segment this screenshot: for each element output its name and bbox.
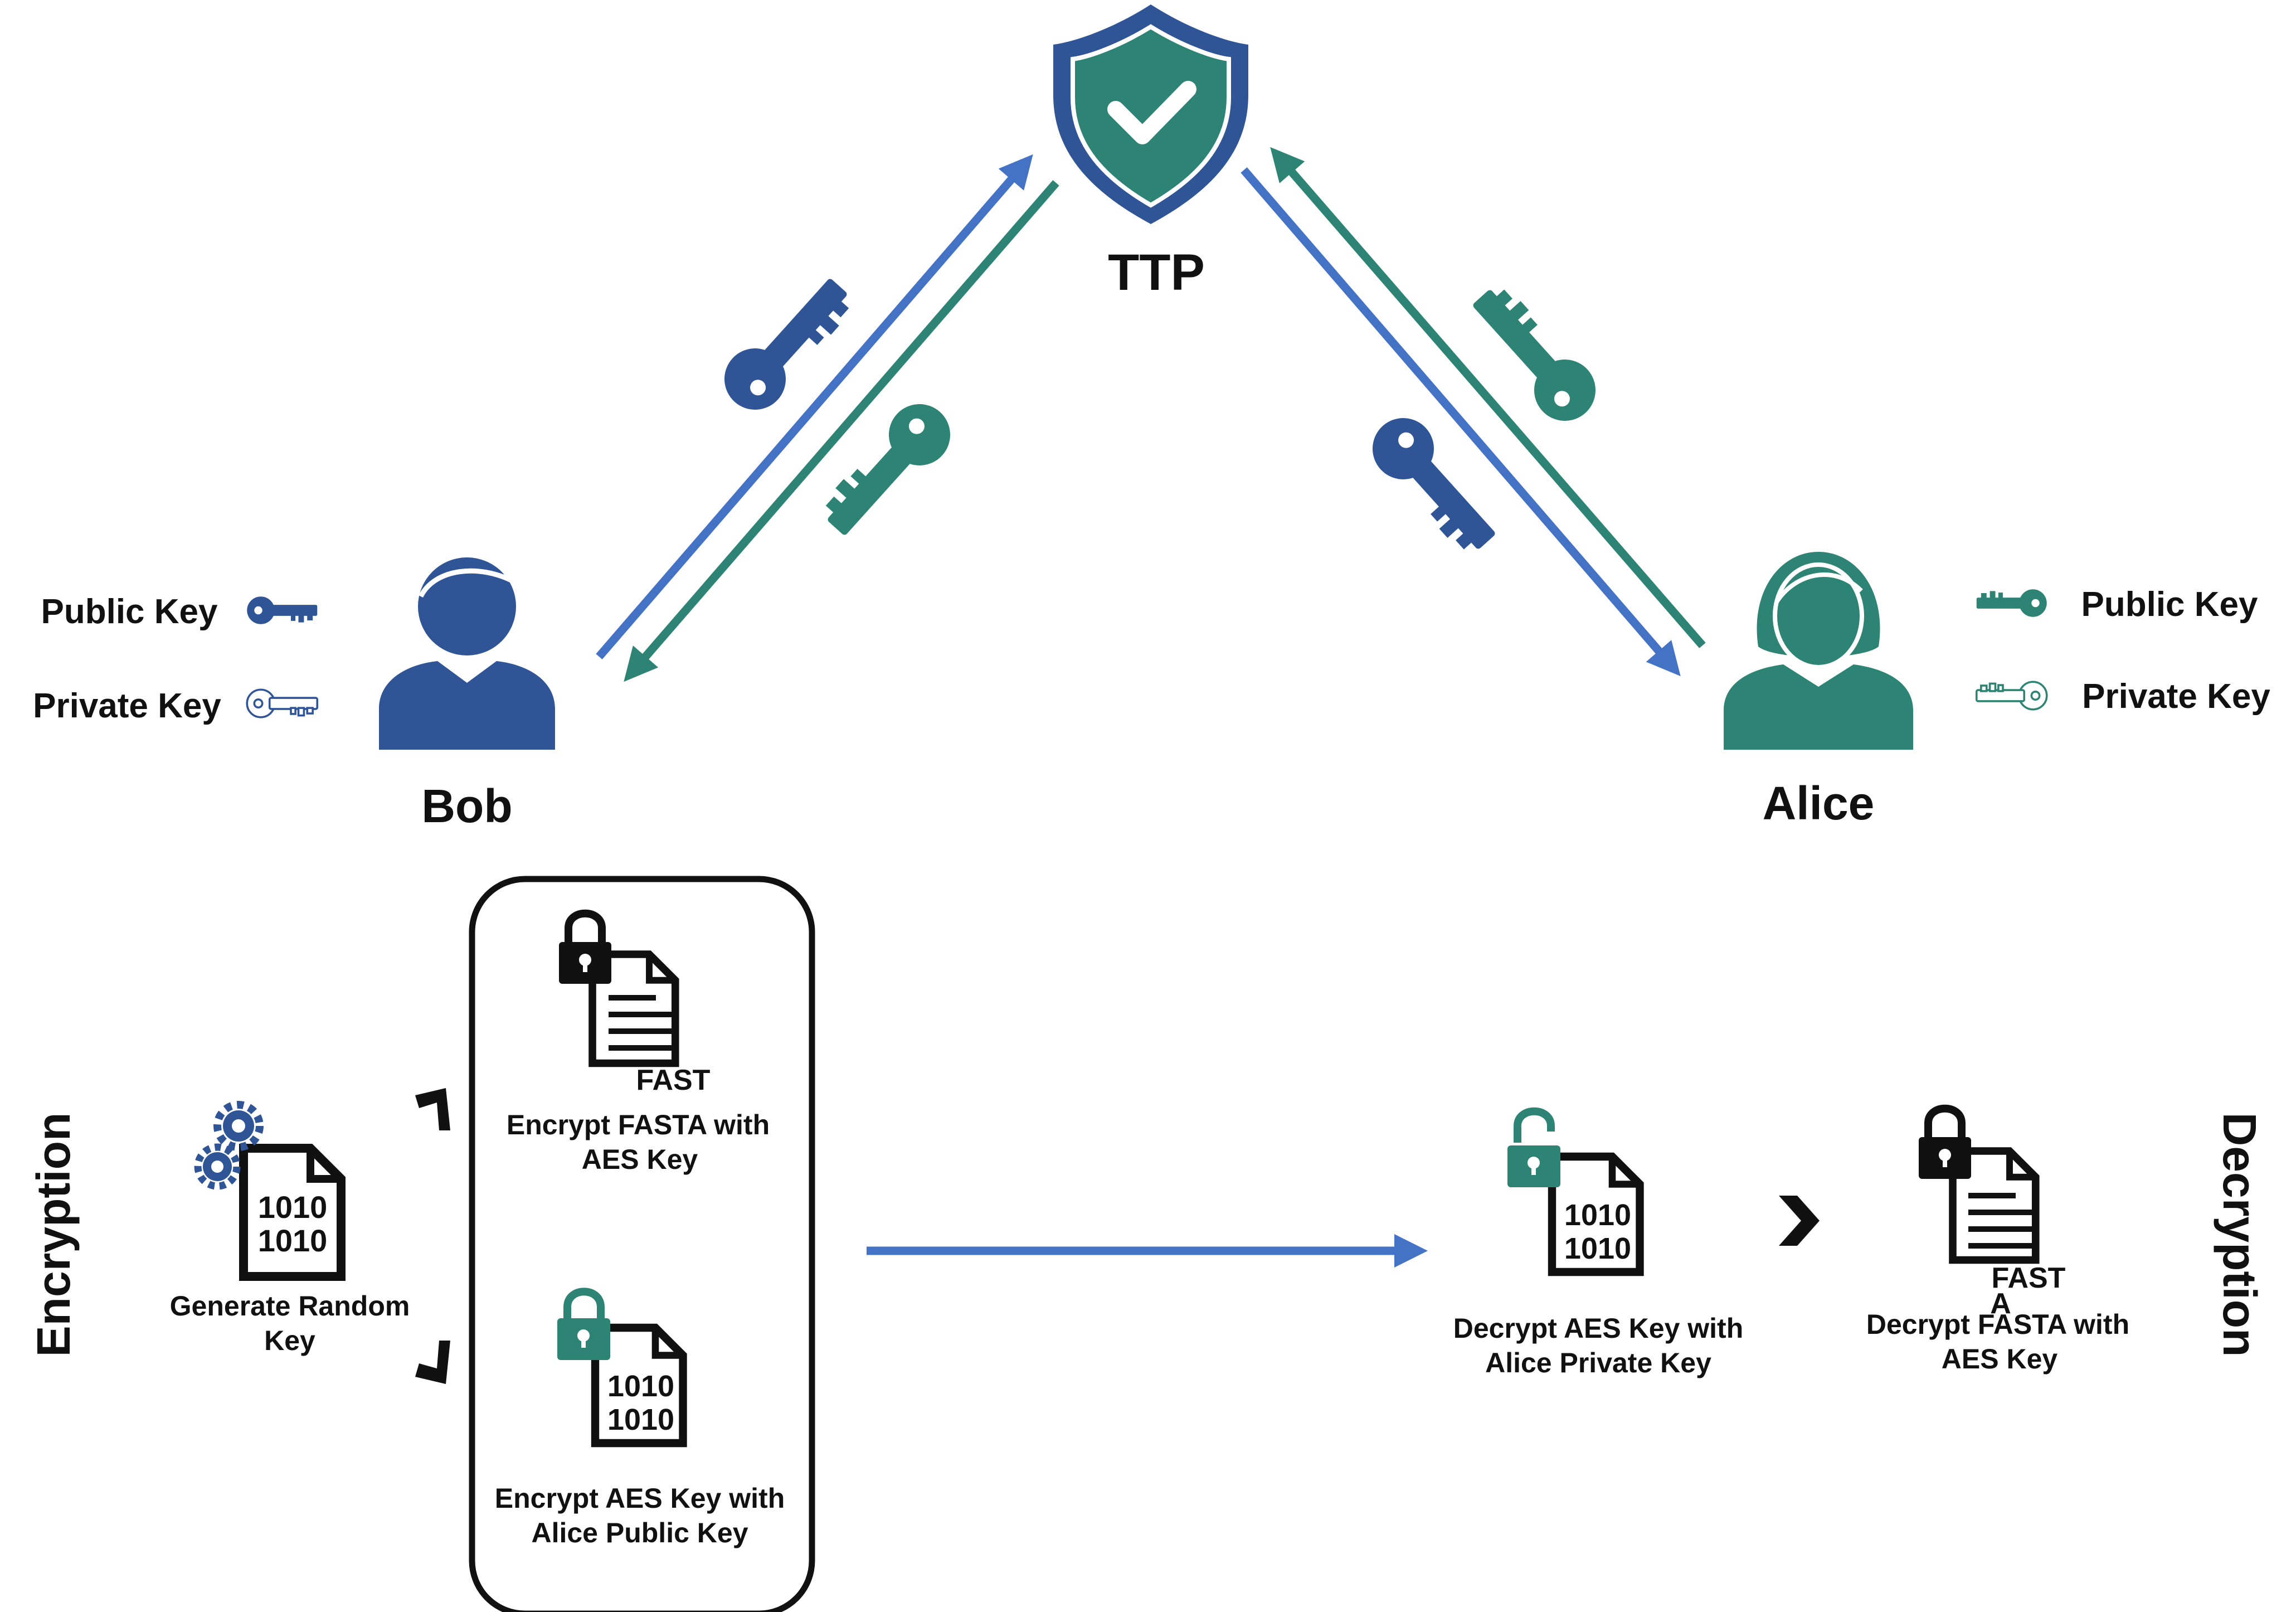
encrypt-fasta-line2: AES Key: [582, 1144, 698, 1175]
decrypt-fasta-tag-tail: A: [1990, 1288, 2011, 1320]
generate-key-line1: Generate Random: [170, 1290, 410, 1322]
bob-public-key-icon: [247, 596, 318, 624]
binary-line-1: 1010: [1564, 1198, 1631, 1232]
binary-line-2: 1010: [258, 1223, 328, 1258]
arrow-alice-to-ttp: [1270, 147, 1706, 648]
encrypt-fasta-tag: FAST: [636, 1064, 711, 1096]
bob-private-key-label: Private Key: [33, 687, 221, 725]
decryption-section-label: Decryption: [2214, 1113, 2266, 1357]
binary-line-1: 1010: [607, 1370, 674, 1403]
arrow-ttp-to-bob: [624, 180, 1059, 682]
decrypt-fasta-icon: [1919, 1104, 2036, 1260]
bob-private-key-icon: [246, 688, 319, 718]
binary-line-2: 1010: [1564, 1232, 1631, 1265]
alice-public-key-to-ttp-icon: [1458, 276, 1608, 434]
generate-key-icon: 1010 1010: [194, 1101, 341, 1276]
padlock-open-teal-icon: [1507, 1107, 1560, 1187]
bob-public-key-to-alice-icon: [1360, 405, 1510, 563]
bob-user-icon: [379, 557, 555, 750]
alice-user-icon: [1724, 552, 1913, 750]
bob-public-key-transit-icon: [712, 265, 862, 423]
encrypt-fasta-icon: [559, 909, 675, 1064]
binary-line-2: 1010: [607, 1403, 674, 1436]
arrow-bob-to-ttp: [596, 154, 1033, 659]
decrypt-fasta-line1: Decrypt FASTA with: [1866, 1309, 2129, 1340]
padlock-teal-icon: [557, 1288, 610, 1360]
alice-public-key-transit-icon: [813, 391, 963, 549]
decrypt-aes-line2: Alice Private Key: [1485, 1347, 1711, 1378]
encryption-section-label: Encryption: [27, 1113, 80, 1357]
alice-private-key-label: Private Key: [2082, 677, 2270, 716]
fork-chevron-top-icon: [415, 1088, 450, 1130]
bob-public-key-label: Public Key: [41, 593, 218, 631]
ttp-shield-icon: [1053, 4, 1248, 224]
gear-icon: [194, 1101, 264, 1190]
decrypt-aes-line1: Decrypt AES Key with: [1453, 1313, 1744, 1344]
padlock-closed-icon: [1919, 1104, 1971, 1179]
binary-line-1: 1010: [258, 1189, 328, 1225]
encrypt-aes-line2: Alice Public Key: [531, 1517, 748, 1548]
alice-label: Alice: [1763, 777, 1875, 829]
decrypt-fasta-line2: AES Key: [1942, 1343, 2058, 1375]
bob-label: Bob: [421, 780, 512, 832]
decrypt-aes-icon: 1010 1010: [1507, 1107, 1640, 1272]
encryption-box: [469, 876, 815, 1612]
alice-public-key-icon: [1976, 589, 2047, 617]
encrypt-aes-line1: Encrypt AES Key with: [495, 1483, 785, 1514]
arrow-ttp-to-alice: [1241, 167, 1681, 677]
generate-key-line2: Key: [264, 1325, 315, 1356]
ttp-label: TTP: [1108, 244, 1205, 301]
fork-chevron-bottom-icon: [415, 1341, 450, 1384]
padlock-closed-icon: [559, 909, 611, 984]
encrypt-aes-icon: 1010 1010: [557, 1288, 683, 1443]
alice-public-key-label: Public Key: [2081, 585, 2259, 624]
encrypt-fasta-line1: Encrypt FASTA with: [507, 1109, 770, 1140]
decrypt-fasta-tag: FAST: [1992, 1262, 2066, 1294]
alice-private-key-icon: [1975, 681, 2048, 711]
next-chevron-icon: [1779, 1196, 1820, 1246]
